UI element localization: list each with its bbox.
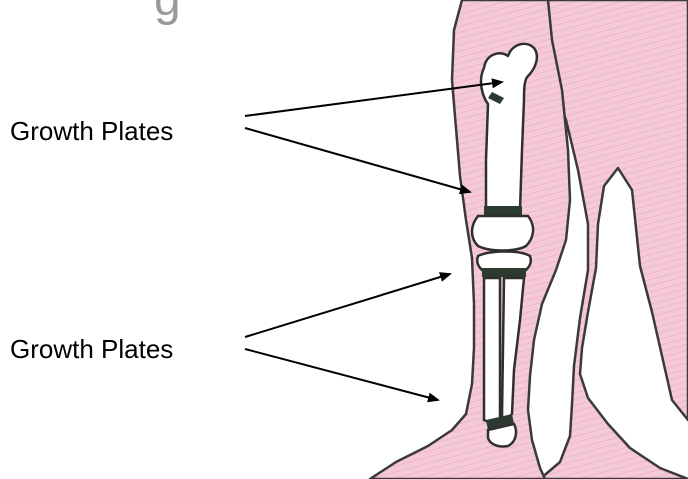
arrow-lower-2 xyxy=(245,349,438,400)
tibia-upper-growth-plate xyxy=(482,268,526,277)
tibia-head xyxy=(477,252,531,271)
arrow-upper-2 xyxy=(245,128,470,192)
left-leg xyxy=(370,0,570,479)
growth-plates-label-lower: Growth Plates xyxy=(10,336,173,362)
knee-joint xyxy=(472,216,533,251)
growth-plates-label-upper: Growth Plates xyxy=(10,118,173,144)
arrow-lower-1 xyxy=(245,274,450,337)
femur-lower-growth-plate xyxy=(484,206,522,215)
tibia-shaft xyxy=(484,278,500,424)
